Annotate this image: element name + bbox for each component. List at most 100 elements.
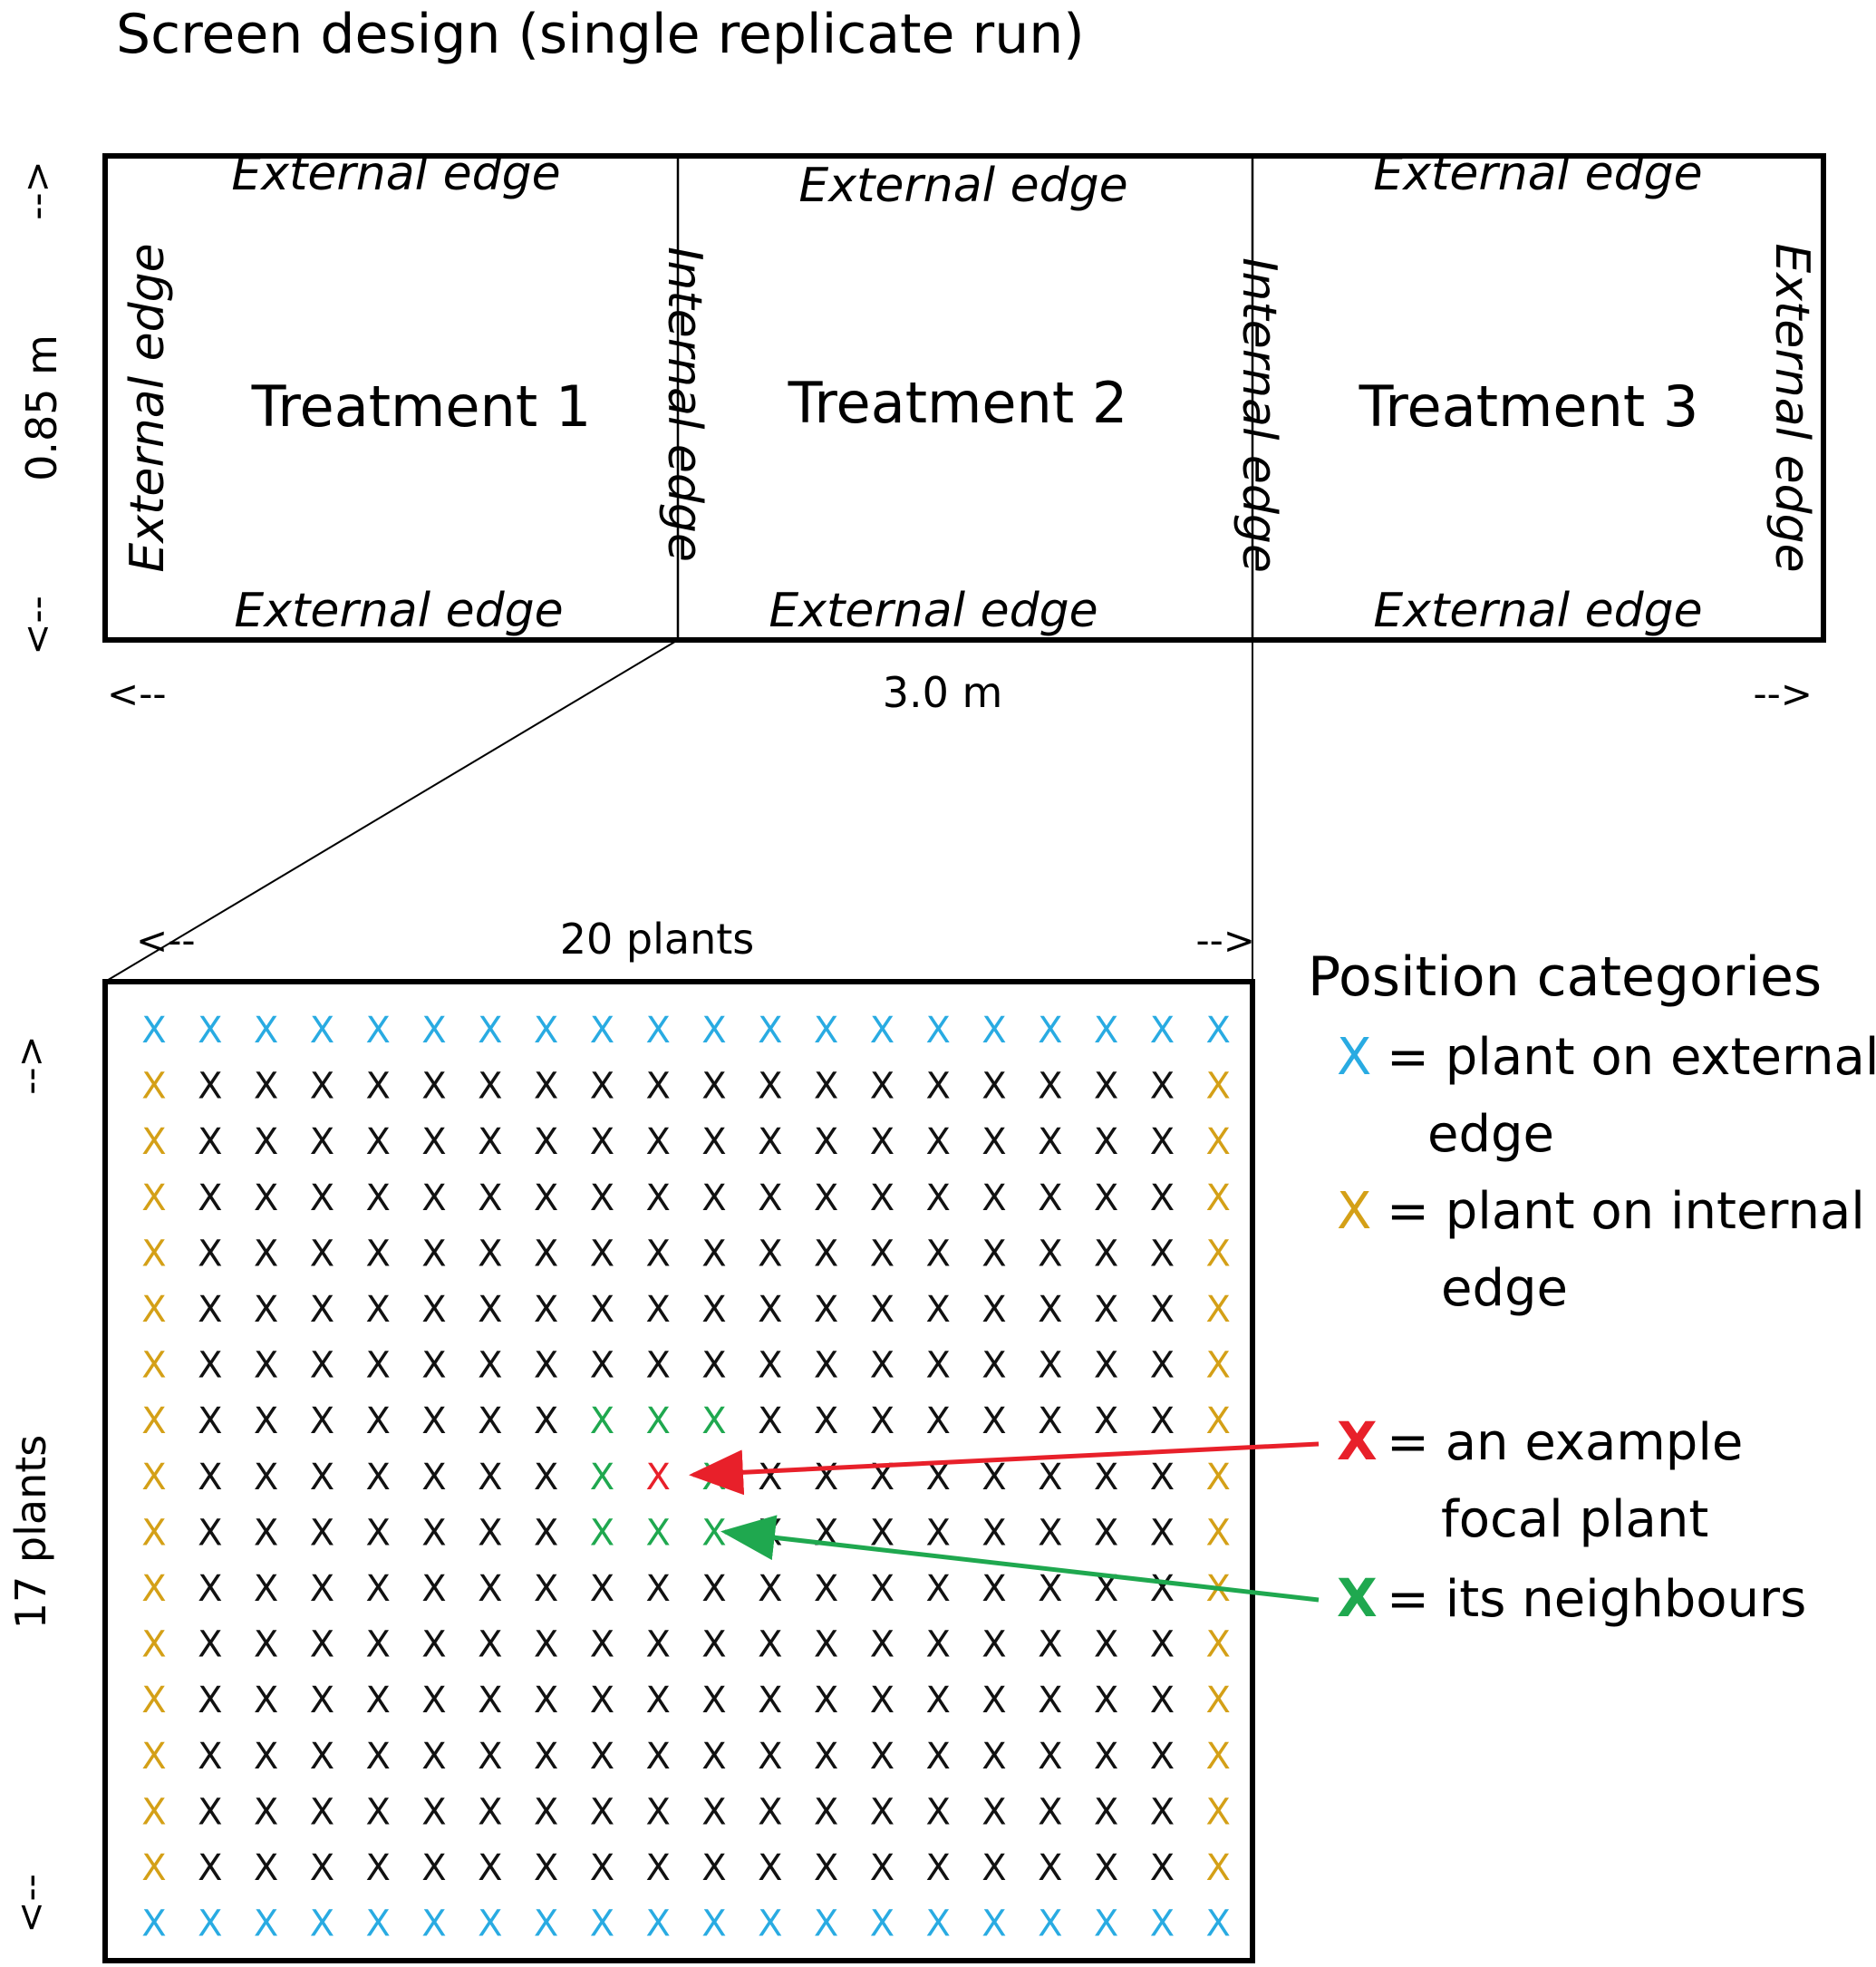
plant-interior-r5-c19: X bbox=[1150, 1233, 1175, 1274]
plant-interior-r7-c10: X bbox=[645, 1345, 670, 1387]
plant-interior-r4-c18: X bbox=[1094, 1177, 1118, 1219]
plant-interior-r4-c16: X bbox=[982, 1177, 1006, 1219]
plant-interior-r2-c13: X bbox=[814, 1066, 838, 1108]
plant-interior-r15-c16: X bbox=[982, 1791, 1006, 1833]
plant-external-r1-c9: X bbox=[590, 1010, 614, 1051]
plant-interior-r11-c7: X bbox=[478, 1568, 502, 1610]
plant-interior-r3-c3: X bbox=[254, 1121, 278, 1163]
plant-interior-r3-c8: X bbox=[534, 1121, 558, 1163]
plant-interior-r15-c19: X bbox=[1150, 1791, 1175, 1833]
plant-interior-r7-c18: X bbox=[1094, 1345, 1118, 1387]
plant-interior-r6-c17: X bbox=[1038, 1289, 1062, 1331]
plant-interior-r4-c11: X bbox=[701, 1177, 726, 1219]
plant-internal-r13-c20: X bbox=[1205, 1680, 1230, 1721]
plant-interior-r10-c15: X bbox=[925, 1512, 950, 1554]
plant-interior-r13-c12: X bbox=[758, 1680, 782, 1721]
external-edge-top-3: External edge bbox=[1373, 147, 1702, 201]
plant-interior-r7-c7: X bbox=[478, 1345, 502, 1387]
plant-interior-r16-c12: X bbox=[758, 1847, 782, 1889]
plant-interior-r15-c8: X bbox=[534, 1791, 558, 1833]
plant-interior-r6-c13: X bbox=[814, 1289, 838, 1331]
plant-external-r1-c14: X bbox=[870, 1010, 894, 1051]
external-edge-right: External edge bbox=[1765, 243, 1819, 572]
plant-interior-r14-c12: X bbox=[758, 1736, 782, 1778]
plant-interior-r13-c3: X bbox=[254, 1680, 278, 1721]
plant-interior-r11-c15: X bbox=[925, 1568, 950, 1610]
plant-interior-r9-c12: X bbox=[758, 1457, 782, 1498]
plant-interior-r6-c19: X bbox=[1150, 1289, 1175, 1331]
plant-external-r17-c1: X bbox=[141, 1904, 166, 1945]
plant-external-r1-c6: X bbox=[421, 1010, 446, 1051]
plant-interior-r6-c10: X bbox=[645, 1289, 670, 1331]
plant-interior-r4-c12: X bbox=[758, 1177, 782, 1219]
plant-interior-r3-c11: X bbox=[701, 1121, 726, 1163]
legend-external-text: = plant on external bbox=[1387, 1028, 1876, 1087]
plant-interior-r8-c13: X bbox=[814, 1400, 838, 1442]
legend-internal-text-2: edge bbox=[1441, 1259, 1568, 1318]
plant-interior-r2-c10: X bbox=[645, 1066, 670, 1108]
plant-interior-r15-c11: X bbox=[701, 1791, 726, 1833]
plant-interior-r7-c3: X bbox=[254, 1345, 278, 1387]
plant-external-r1-c10: X bbox=[645, 1010, 670, 1051]
plant-interior-r7-c2: X bbox=[198, 1345, 222, 1387]
legend-title: Position categories bbox=[1308, 945, 1822, 1009]
plant-internal-r6-c1: X bbox=[141, 1289, 166, 1331]
plant-interior-r8-c15: X bbox=[925, 1400, 950, 1442]
plant-neighbour-r8-c11: X bbox=[701, 1400, 726, 1442]
plant-interior-r3-c6: X bbox=[421, 1121, 446, 1163]
plant-interior-r16-c13: X bbox=[814, 1847, 838, 1889]
plant-interior-r7-c9: X bbox=[590, 1345, 614, 1387]
plant-internal-r16-c20: X bbox=[1205, 1847, 1230, 1889]
plant-interior-r4-c10: X bbox=[645, 1177, 670, 1219]
plant-interior-r14-c14: X bbox=[870, 1736, 894, 1778]
plant-internal-r13-c1: X bbox=[141, 1680, 166, 1721]
plant-interior-r11-c5: X bbox=[365, 1568, 390, 1610]
plant-interior-r12-c19: X bbox=[1150, 1624, 1175, 1666]
plant-external-r17-c3: X bbox=[254, 1904, 278, 1945]
plant-interior-r15-c2: X bbox=[198, 1791, 222, 1833]
plant-internal-r2-c20: X bbox=[1205, 1066, 1230, 1108]
plant-interior-r5-c13: X bbox=[814, 1233, 838, 1274]
plant-interior-r10-c13: X bbox=[814, 1512, 838, 1554]
plant-interior-r7-c12: X bbox=[758, 1345, 782, 1387]
plant-interior-r10-c4: X bbox=[310, 1512, 334, 1554]
plant-external-r17-c18: X bbox=[1094, 1904, 1118, 1945]
plant-interior-r3-c4: X bbox=[310, 1121, 334, 1163]
internal-edge-1: Internal edge bbox=[657, 247, 711, 562]
plant-interior-r4-c6: X bbox=[421, 1177, 446, 1219]
plant-external-r1-c4: X bbox=[310, 1010, 334, 1051]
plant-interior-r8-c6: X bbox=[421, 1400, 446, 1442]
plant-external-r1-c20: X bbox=[1205, 1010, 1230, 1051]
plant-interior-r16-c16: X bbox=[982, 1847, 1006, 1889]
plant-interior-r15-c12: X bbox=[758, 1791, 782, 1833]
plant-interior-r3-c12: X bbox=[758, 1121, 782, 1163]
plant-internal-r5-c1: X bbox=[141, 1233, 166, 1274]
plant-interior-r16-c2: X bbox=[198, 1847, 222, 1889]
plant-interior-r6-c4: X bbox=[310, 1289, 334, 1331]
plant-interior-r6-c6: X bbox=[421, 1289, 446, 1331]
plant-interior-r13-c6: X bbox=[421, 1680, 446, 1721]
plant-interior-r8-c5: X bbox=[365, 1400, 390, 1442]
plant-interior-r2-c4: X bbox=[310, 1066, 334, 1108]
plant-external-r17-c8: X bbox=[534, 1904, 558, 1945]
plant-interior-r2-c2: X bbox=[198, 1066, 222, 1108]
plant-neighbour-r10-c9: X bbox=[590, 1512, 614, 1554]
plant-interior-r16-c5: X bbox=[365, 1847, 390, 1889]
plant-interior-r16-c17: X bbox=[1038, 1847, 1062, 1889]
plant-interior-r14-c9: X bbox=[590, 1736, 614, 1778]
plant-external-r17-c17: X bbox=[1038, 1904, 1062, 1945]
plant-interior-r15-c14: X bbox=[870, 1791, 894, 1833]
plant-interior-r8-c16: X bbox=[982, 1400, 1006, 1442]
rows-label: 17 plants bbox=[6, 1435, 55, 1629]
plant-interior-r15-c7: X bbox=[478, 1791, 502, 1833]
plant-interior-r12-c13: X bbox=[814, 1624, 838, 1666]
width-label: 3.0 m bbox=[883, 668, 1003, 717]
plant-interior-r12-c15: X bbox=[925, 1624, 950, 1666]
plant-interior-r13-c18: X bbox=[1094, 1680, 1118, 1721]
plant-interior-r13-c19: X bbox=[1150, 1680, 1175, 1721]
plant-interior-r13-c4: X bbox=[310, 1680, 334, 1721]
plant-internal-r15-c20: X bbox=[1205, 1791, 1230, 1833]
zoom-line-left bbox=[104, 639, 679, 983]
plant-interior-r7-c4: X bbox=[310, 1345, 334, 1387]
plant-interior-r14-c11: X bbox=[701, 1736, 726, 1778]
